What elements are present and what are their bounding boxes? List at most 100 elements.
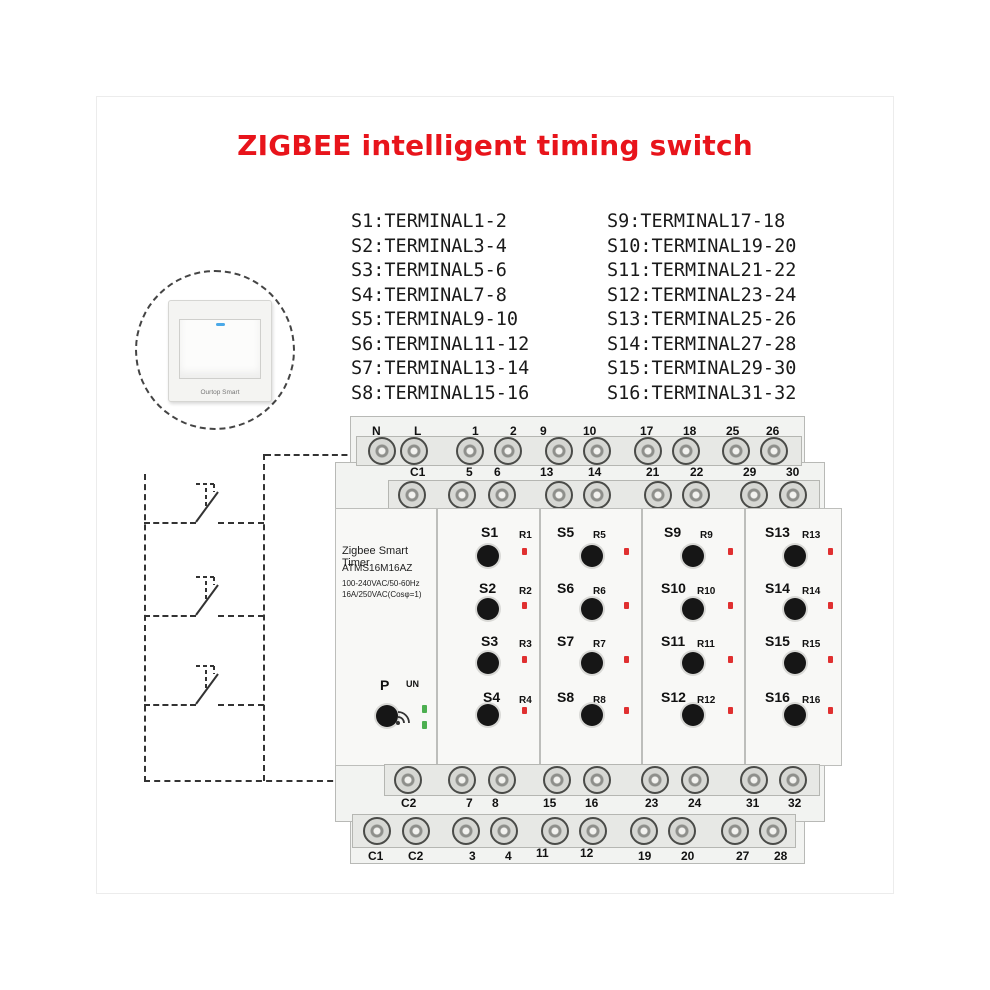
switch-button-s9[interactable]: [682, 545, 704, 567]
relay-label: R10: [697, 586, 716, 597]
switch-button-s12[interactable]: [682, 704, 704, 726]
terminal-label: 15: [543, 796, 557, 810]
terminal-screw: [759, 817, 787, 845]
terminal-map-entry: S5:TERMINAL9-10: [351, 309, 519, 330]
terminal-screw: [760, 437, 788, 465]
terminal-screw: [368, 437, 396, 465]
relay-label: R13: [802, 530, 821, 541]
relay-led: [522, 707, 527, 714]
switch-button-s13[interactable]: [784, 545, 806, 567]
relay-led: [522, 602, 527, 609]
relay-label: R2: [519, 586, 532, 597]
terminal-screw: [721, 817, 749, 845]
relay-led: [728, 707, 733, 714]
terminal-map-entry: S3:TERMINAL5-6: [351, 260, 507, 281]
wall-switch-brand: Ourtop Smart: [200, 389, 240, 396]
switch-button-s15[interactable]: [784, 652, 806, 674]
terminal-screw: [583, 481, 611, 509]
switch-button-s10[interactable]: [682, 598, 704, 620]
terminal-screw: [394, 766, 422, 794]
terminal-screw: [579, 817, 607, 845]
switch-button-s6[interactable]: [581, 598, 603, 620]
relay-led: [624, 548, 629, 555]
wire-l-top: [265, 454, 357, 456]
wire-bottom-to-c2: [144, 780, 384, 782]
switch-button-s3[interactable]: [477, 652, 499, 674]
terminal-label: 9: [540, 424, 547, 438]
terminal-screw: [488, 766, 516, 794]
relay-label: R3: [519, 639, 532, 650]
device-spec-current: 16A/250VAC(Cosφ=1): [342, 590, 422, 599]
wall-switch-rocker: [179, 319, 261, 379]
terminal-screw: [779, 766, 807, 794]
terminal-label: 30: [786, 465, 800, 479]
terminal-screw: [682, 481, 710, 509]
relay-led: [828, 707, 833, 714]
switch-button-s7[interactable]: [581, 652, 603, 674]
terminal-screw: [681, 766, 709, 794]
terminal-label: 29: [743, 465, 757, 479]
relay-label: R6: [593, 586, 606, 597]
terminal-screw: [722, 437, 750, 465]
switch-button-s2[interactable]: [477, 598, 499, 620]
terminal-label: 6: [494, 465, 501, 479]
switch-label: S10: [661, 580, 686, 596]
switch-button-s16[interactable]: [784, 704, 806, 726]
terminal-screw: [488, 481, 516, 509]
terminal-label: 19: [638, 849, 652, 863]
pair-button[interactable]: [376, 705, 398, 727]
wire-sw2-right: [218, 615, 264, 617]
terminal-label: 31: [746, 796, 760, 810]
terminal-screw: [400, 437, 428, 465]
terminal-map-entry: S2:TERMINAL3-4: [351, 235, 507, 257]
terminal-map-entry: S11:TERMINAL21-22: [607, 260, 797, 281]
terminal-label: 3: [469, 849, 476, 863]
switch-symbol-2: [195, 576, 219, 616]
relay-label: R16: [802, 695, 821, 706]
terminal-label: 23: [645, 796, 659, 810]
terminal-label: 4: [505, 849, 512, 863]
terminal-map-entry: S4:TERMINAL7-8: [351, 284, 507, 306]
relay-label: R9: [700, 530, 713, 541]
terminal-label: N: [372, 424, 381, 438]
terminal-map-entry: S8:TERMINAL15-16: [351, 382, 530, 404]
switch-button-s14[interactable]: [784, 598, 806, 620]
relay-led: [828, 548, 833, 555]
relay-led: [624, 602, 629, 609]
terminal-label: 2: [510, 424, 517, 438]
terminal-label: 25: [726, 424, 740, 438]
relay-label: R14: [802, 586, 821, 597]
status-led-green: [422, 705, 427, 713]
switch-label: S2: [479, 580, 497, 596]
switch-button-s4[interactable]: [477, 704, 499, 726]
terminal-map-entry: S12:TERMINAL23-24: [607, 284, 797, 306]
terminal-screw: [541, 817, 569, 845]
terminal-screw: [452, 817, 480, 845]
device-info-panel: Zigbee Smart Timer ATMS16M16AZ 100-240VA…: [335, 508, 437, 766]
device-spec-voltage: 100-240VAC/50-60Hz: [342, 579, 420, 588]
terminal-screw: [543, 766, 571, 794]
switch-button-s5[interactable]: [581, 545, 603, 567]
switch-label: S8: [557, 689, 575, 705]
terminal-label: 12: [580, 846, 594, 860]
terminal-screw: [494, 437, 522, 465]
switch-label: S4: [483, 689, 501, 705]
terminal-screw: [583, 766, 611, 794]
switch-symbol-3: [195, 665, 219, 705]
terminal-label: 1: [472, 424, 479, 438]
switch-label: S15: [765, 633, 790, 649]
terminal-label: 14: [588, 465, 602, 479]
relay-led: [728, 548, 733, 555]
switch-button-s8[interactable]: [581, 704, 603, 726]
relay-led: [624, 656, 629, 663]
relay-led: [522, 548, 527, 555]
terminal-screw: [363, 817, 391, 845]
switch-label: S1: [481, 524, 499, 540]
switch-label: S9: [664, 524, 682, 540]
terminal-map-entry: S10:TERMINAL19-20: [607, 235, 797, 257]
wall-switch-indicator: [216, 323, 225, 326]
terminal-label: C2: [401, 796, 417, 810]
relay-label: R5: [593, 530, 606, 541]
switch-button-s1[interactable]: [477, 545, 499, 567]
switch-button-s11[interactable]: [682, 652, 704, 674]
